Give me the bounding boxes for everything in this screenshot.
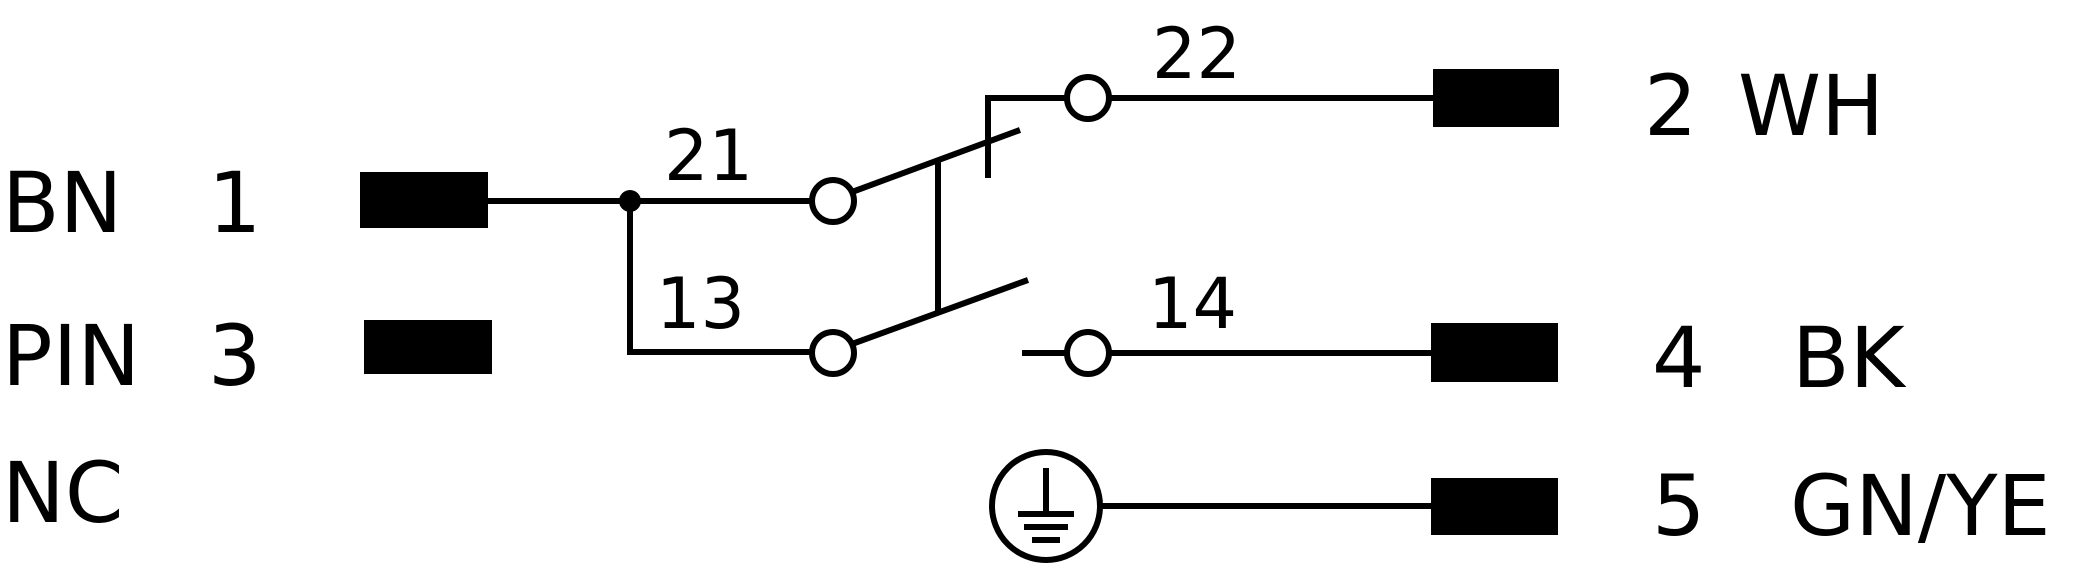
wire-nc-stop — [985, 95, 1067, 178]
label-bk: BK — [1792, 309, 1907, 407]
label-pin-2: 2 — [1644, 57, 1697, 155]
label-pin: PIN — [2, 307, 140, 405]
contact-label-14: 14 — [1148, 263, 1237, 345]
label-wh: WH — [1738, 57, 1884, 155]
ground-icon — [989, 449, 1103, 563]
contact-label-22: 22 — [1152, 13, 1241, 95]
label-pin-1: 1 — [208, 154, 261, 252]
wire-junction-to-13 — [627, 201, 810, 355]
switch-blade-nc — [850, 127, 1022, 195]
terminal-pad-1 — [360, 172, 488, 228]
label-gnye: GN/YE — [1790, 457, 2051, 555]
contact-label-21: 21 — [664, 115, 753, 197]
contact-13 — [809, 329, 857, 377]
label-nc: NC — [2, 444, 124, 542]
terminal-pad-3 — [364, 320, 492, 374]
terminal-pad-5 — [1431, 478, 1558, 535]
terminal-pad-2 — [1433, 69, 1559, 127]
label-pin-4: 4 — [1652, 309, 1705, 407]
label-pin-5: 5 — [1652, 457, 1705, 555]
label-bn: BN — [2, 154, 122, 252]
contact-label-13: 13 — [656, 263, 745, 345]
label-pin-3: 3 — [208, 307, 261, 405]
contact-14 — [1064, 329, 1112, 377]
terminal-pad-4 — [1431, 323, 1558, 382]
contact-21 — [809, 177, 857, 225]
contact-22 — [1064, 74, 1112, 122]
